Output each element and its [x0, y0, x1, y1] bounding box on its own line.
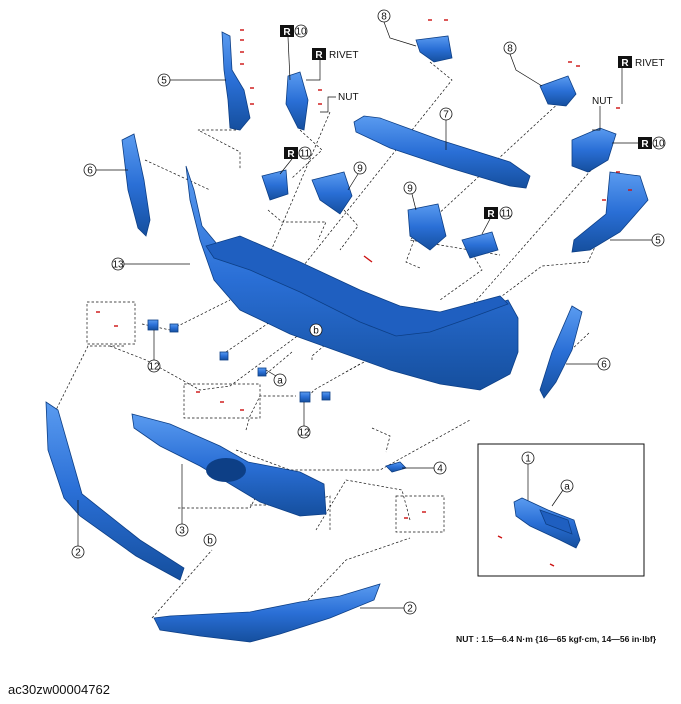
part-13-bumper-upper-lip [205, 235, 509, 337]
svg-text:13: 13 [112, 260, 124, 271]
svg-text:10: 10 [295, 27, 307, 38]
svg-text:R: R [641, 139, 649, 150]
svg-text:8: 8 [381, 12, 387, 23]
svg-text:9: 9 [407, 184, 413, 195]
callout-1: 1 [521, 451, 535, 506]
callout-11-left: R 11 [279, 146, 312, 175]
bolt-group-box-center [183, 383, 261, 419]
part-2-left-lip [45, 401, 185, 581]
svg-text:R: R [315, 50, 323, 61]
callout-9-right: 9 [403, 181, 417, 211]
nut-label-right: NUT [592, 96, 613, 131]
part-11-bracket-left [261, 169, 289, 201]
svg-text:b: b [313, 326, 319, 337]
part-5-left-bracket [221, 31, 251, 131]
callout-8-upper: 8 [377, 9, 417, 47]
svg-text:12: 12 [148, 362, 160, 373]
callout-6-left: 6 [83, 163, 128, 177]
callout-9-left: 9 [347, 161, 367, 191]
callout-4: 4 [402, 461, 447, 475]
bolt-group-box-left [86, 301, 136, 345]
svg-text:11: 11 [300, 149, 311, 160]
part-a-clip-1 [219, 351, 229, 361]
callout-3: 3 [175, 464, 189, 537]
callout-2-left: 2 [71, 500, 85, 559]
callout-13: 13 [111, 257, 190, 271]
svg-text:R: R [487, 209, 495, 220]
bolt-group-box-right [395, 495, 445, 533]
part-6-right-side [539, 305, 583, 399]
svg-text:9: 9 [357, 164, 363, 175]
svg-text:2: 2 [75, 548, 81, 559]
svg-text:6: 6 [601, 360, 607, 371]
callout-2-right: 2 [360, 601, 417, 615]
callout-b-center: b [309, 323, 323, 337]
callout-5-right: 5 [610, 233, 665, 247]
callout-11-right: R 11 [481, 206, 513, 235]
part-10-bracket-right [571, 127, 617, 173]
part-8-bracket-upper [415, 35, 453, 63]
callout-b-lower: b [203, 533, 217, 547]
callout-a-center: a [265, 369, 287, 387]
part-9-bracket-right [407, 203, 447, 251]
part-9-bracket-left [311, 171, 353, 215]
part-11-bracket-right [461, 231, 499, 259]
svg-text:R: R [621, 58, 629, 69]
callout-5-left: 5 [157, 73, 226, 87]
part-12-clip-center [299, 391, 311, 403]
part-a-clip-3 [169, 323, 179, 333]
part-12-clip-left [147, 319, 159, 331]
grille-emblem-mount [206, 458, 246, 482]
svg-text:5: 5 [161, 76, 167, 87]
part-10-bracket [285, 71, 309, 131]
svg-text:NUT: NUT [592, 96, 613, 107]
svg-text:R: R [283, 27, 291, 38]
bolts [96, 19, 632, 567]
svg-text:6: 6 [87, 166, 93, 177]
part-7-lower-beam [353, 115, 531, 189]
svg-text:RIVET: RIVET [635, 58, 664, 69]
callout-8-right: 8 [503, 41, 543, 87]
svg-text:b: b [207, 536, 213, 547]
callout-10-right: R 10 [612, 136, 666, 150]
detail-view-box [477, 443, 645, 577]
part-4-cover [385, 461, 407, 473]
part-a-clip-4 [321, 391, 331, 401]
svg-text:a: a [564, 482, 570, 493]
svg-text:RIVET: RIVET [329, 50, 358, 61]
svg-text:NUT: NUT [338, 92, 359, 103]
torque-spec-note: NUT : 1.5—6.4 N·m {16—65 kgf·cm, 14—56 i… [456, 634, 657, 644]
callout-a-detail: a [551, 479, 574, 507]
part-a-detail-clip [539, 509, 573, 535]
part-6-left-side [121, 133, 151, 237]
svg-text:R: R [287, 149, 295, 160]
part-a-clip-2 [257, 367, 267, 377]
svg-text:7: 7 [443, 110, 449, 121]
svg-text:10: 10 [653, 139, 665, 150]
callout-10-left: R 10 [280, 24, 308, 81]
svg-text:11: 11 [501, 209, 512, 220]
rivet-label-right: R RIVET [618, 56, 664, 104]
svg-text:1: 1 [525, 454, 531, 465]
svg-text:12: 12 [298, 428, 310, 439]
svg-text:3: 3 [179, 526, 185, 537]
callout-12-left: 12 [147, 330, 161, 373]
part-8-bracket-right [539, 75, 577, 107]
svg-text:2: 2 [407, 604, 413, 615]
part-5-right-bracket [571, 171, 649, 253]
callout-6-right: 6 [566, 357, 611, 371]
part-2-right-lip [153, 583, 381, 643]
rivet-label-left: R RIVET [306, 48, 358, 81]
svg-text:4: 4 [437, 464, 443, 475]
callout-12-center: 12 [297, 402, 311, 439]
nut-label-left: NUT [320, 92, 359, 113]
svg-text:a: a [277, 376, 283, 387]
figure-code: ac30zw00004762 [8, 682, 110, 697]
svg-text:8: 8 [507, 44, 513, 55]
callout-7: 7 [439, 107, 453, 150]
part-13-front-bumper [185, 165, 519, 391]
svg-text:5: 5 [655, 236, 661, 247]
